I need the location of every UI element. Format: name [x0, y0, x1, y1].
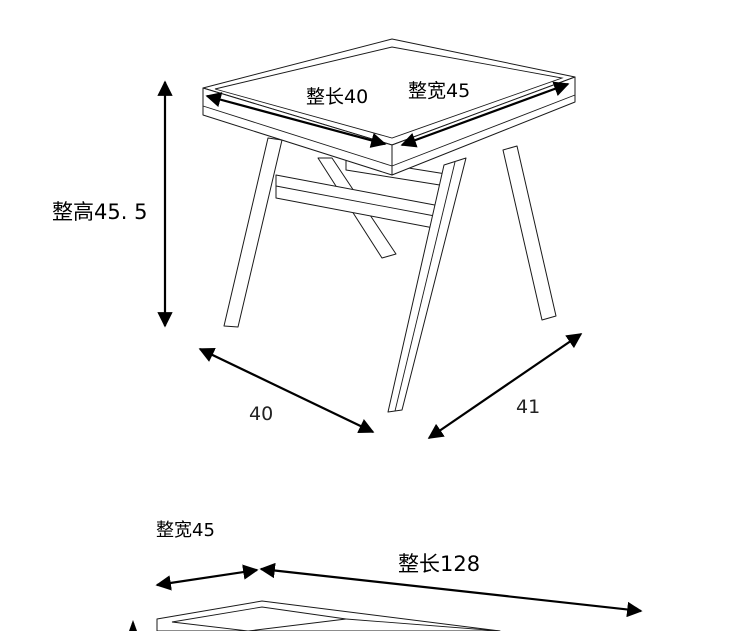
bench-length-arrow: [259, 562, 643, 618]
stool-length-arrow: [205, 92, 387, 148]
stool-leg-front-left: [223, 137, 283, 328]
stool-leg-front-right: [387, 157, 467, 413]
stool-width-arrow: [400, 81, 570, 148]
stool-leg-back-right: [502, 145, 557, 321]
stool-drawing: [202, 38, 576, 413]
stool-width-label: 整宽45: [408, 80, 471, 102]
stool-base-depth-label: 40: [249, 403, 274, 425]
bench-height-arrowhead: [129, 620, 137, 631]
bench-width-label: 整宽45: [156, 520, 215, 541]
bench-length-label: 整长128: [398, 552, 481, 576]
stool-base-width-arrow: [427, 333, 583, 439]
stool-length-label: 整长40: [306, 86, 369, 108]
stool-height-label: 整高45. 5: [52, 200, 148, 224]
stool-base-width-label: 41: [516, 396, 541, 418]
bench-width-arrow: [155, 564, 259, 591]
stool-base-depth-arrow: [198, 348, 375, 433]
bench-drawing: [156, 600, 501, 631]
